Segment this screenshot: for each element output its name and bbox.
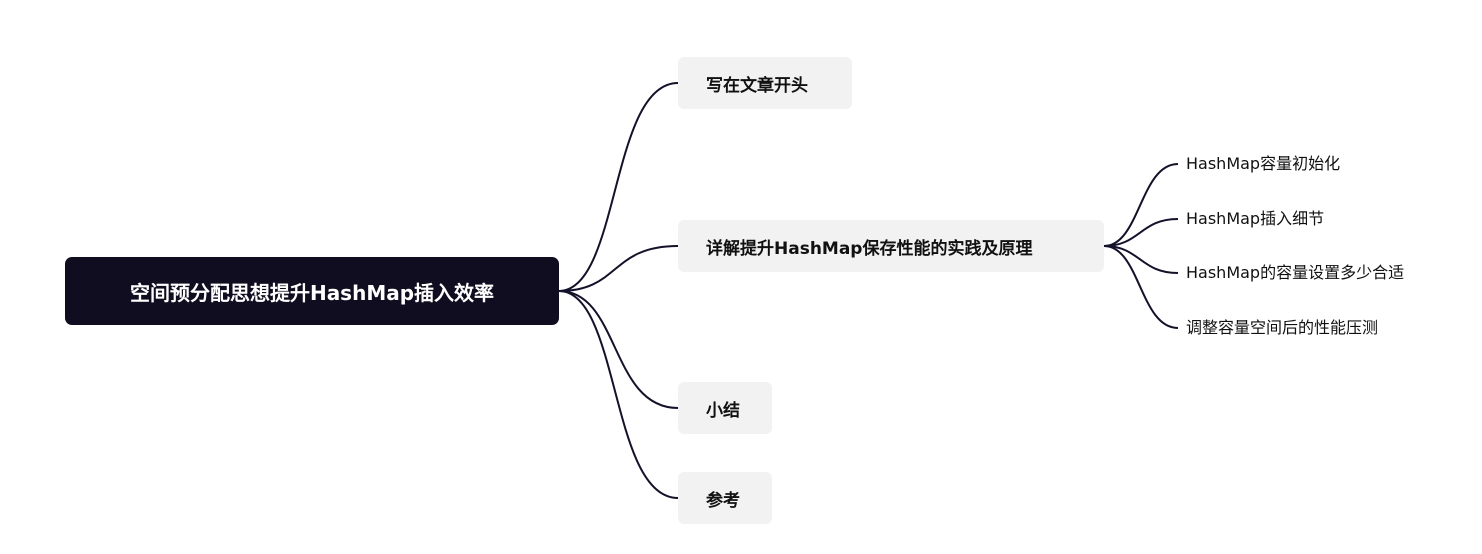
branch-node-summary[interactable]: 小结 [678, 382, 772, 434]
link-root-branch-1 [558, 245, 679, 292]
branch-node-intro[interactable]: 写在文章开头 [678, 57, 852, 109]
branch-label: 写在文章开头 [706, 75, 808, 96]
link-branch1-child-1 [1103, 218, 1179, 247]
branch-node-references[interactable]: 参考 [678, 472, 772, 524]
link-branch1-child-0 [1103, 163, 1179, 247]
branch-node-practice[interactable]: 详解提升HashMap保存性能的实践及原理 [678, 220, 1104, 272]
branch-label: 参考 [706, 490, 740, 511]
branch-label: 详解提升HashMap保存性能的实践及原理 [706, 238, 1033, 259]
link-branch1-child-3 [1103, 245, 1179, 329]
child-node[interactable]: HashMap插入细节 [1186, 209, 1325, 228]
link-branch1-child-2 [1103, 245, 1179, 274]
child-node[interactable]: 调整容量空间后的性能压测 [1186, 318, 1379, 337]
root-label: 空间预分配思想提升HashMap插入效率 [129, 280, 495, 305]
link-root-branch-3 [558, 290, 679, 499]
child-node[interactable]: HashMap的容量设置多少合适 [1186, 263, 1405, 282]
root-node[interactable]: 空间预分配思想提升HashMap插入效率 [65, 257, 559, 325]
child-node[interactable]: HashMap容量初始化 [1186, 154, 1341, 173]
link-root-branch-2 [558, 290, 679, 409]
branch-label: 小结 [706, 400, 740, 421]
link-root-branch-0 [558, 82, 679, 292]
